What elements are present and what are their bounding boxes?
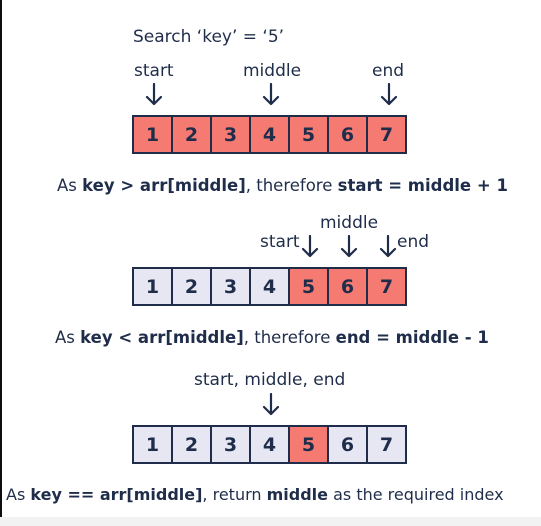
- step3-cell-2: 2: [173, 427, 210, 462]
- step3-cell-6: 6: [329, 427, 366, 462]
- step2-middle-label: middle: [320, 213, 379, 233]
- step2-cell-3: 3: [212, 269, 249, 304]
- step1-start-arrow-icon: [145, 83, 163, 107]
- step2-middle-arrow-icon: [340, 235, 358, 259]
- step3-caption: As key == arr[middle], return middle as …: [6, 485, 504, 504]
- step2-start-label: start: [260, 232, 300, 252]
- bottom-edge-bar: [0, 517, 541, 526]
- step2-cell-5: 5: [290, 269, 327, 304]
- step2-cell-6: 6: [329, 269, 366, 304]
- step1-middle-label: middle: [243, 61, 302, 81]
- step3-cell-1: 1: [134, 427, 171, 462]
- step3-cell-5: 5: [290, 427, 327, 462]
- step3-cell-4: 4: [251, 427, 288, 462]
- step1-cell-6: 6: [329, 117, 366, 152]
- step2-cell-1: 1: [134, 269, 171, 304]
- step1-middle-arrow-icon: [262, 83, 280, 107]
- step2-end-label: end: [397, 232, 430, 252]
- step1-end-arrow-icon: [380, 83, 398, 107]
- step3-cell-3: 3: [212, 427, 249, 462]
- step3-array: 1 2 3 4 5 6 7: [132, 425, 407, 464]
- step3-combined-label: start, middle, end: [194, 370, 346, 390]
- step2-cell-7: 7: [368, 269, 405, 304]
- step1-cell-7: 7: [368, 117, 405, 152]
- step1-cell-2: 2: [173, 117, 210, 152]
- step1-end-label: end: [372, 61, 405, 81]
- step2-cell-4: 4: [251, 269, 288, 304]
- step2-caption: As key < arr[middle], therefore end = mi…: [55, 328, 489, 347]
- step1-cell-1: 1: [134, 117, 171, 152]
- step1-array: 1 2 3 4 5 6 7: [132, 115, 407, 154]
- step2-array: 1 2 3 4 5 6 7: [132, 267, 407, 306]
- step1-cell-3: 3: [212, 117, 249, 152]
- step2-end-arrow-icon: [379, 235, 397, 259]
- step1-cell-4: 4: [251, 117, 288, 152]
- step3-pointer-arrow-icon: [262, 393, 280, 417]
- search-title: Search ‘key’ = ‘5’: [133, 27, 285, 47]
- step3-cell-7: 7: [368, 427, 405, 462]
- left-edge-bar: [0, 0, 2, 526]
- step1-cell-5: 5: [290, 117, 327, 152]
- step2-cell-2: 2: [173, 269, 210, 304]
- step1-start-label: start: [134, 61, 174, 81]
- step2-start-arrow-icon: [301, 235, 319, 259]
- step1-caption: As key > arr[middle], therefore start = …: [57, 176, 508, 195]
